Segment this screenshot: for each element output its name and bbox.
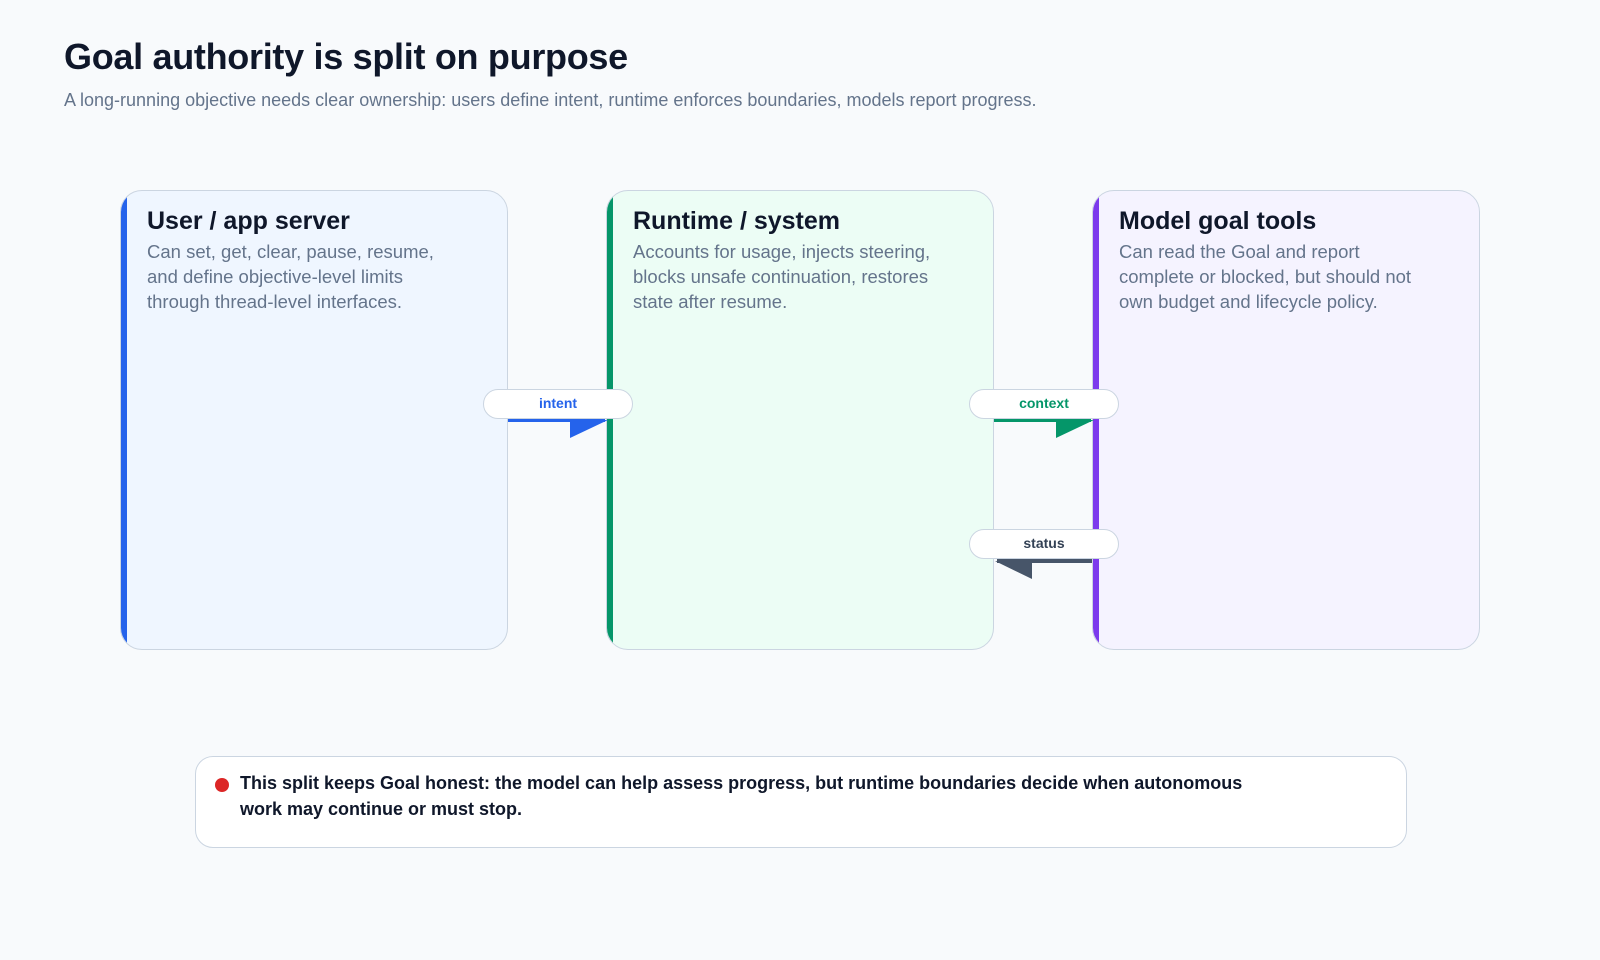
card-description: Can set, get, clear, pause, resume, and … [147, 241, 434, 312]
connector-label-context: context [969, 389, 1119, 419]
card-accent-stripe [607, 191, 613, 649]
page-subtitle: A long-running objective needs clear own… [64, 90, 1037, 110]
connector-label-status: status [969, 529, 1119, 559]
card-accent-stripe [1093, 191, 1099, 649]
card-title: Model goal tools [1119, 207, 1317, 235]
card-description: Accounts for usage, injects steering, bl… [633, 241, 931, 312]
context-arrow [994, 418, 1094, 438]
alert-dot-icon [215, 778, 229, 792]
status-arrow [995, 559, 1092, 579]
callout-note: This split keeps Goal honest: the model … [195, 756, 1407, 848]
connector-label-intent: intent [483, 389, 633, 419]
page-title: Goal authority is split on purpose [64, 36, 628, 77]
intent-arrow [508, 418, 608, 438]
card-runtime-system: Runtime / system Accounts for usage, inj… [606, 190, 994, 650]
card-title: User / app server [147, 207, 350, 235]
card-model-goal-tools: Model goal tools Can read the Goal and r… [1092, 190, 1480, 650]
card-accent-stripe [121, 191, 127, 649]
card-description: Can read the Goal and report complete or… [1119, 241, 1412, 312]
card-user-app-server: User / app server Can set, get, clear, p… [120, 190, 508, 650]
card-title: Runtime / system [633, 207, 841, 235]
callout-text: This split keeps Goal honest: the model … [240, 773, 1243, 819]
